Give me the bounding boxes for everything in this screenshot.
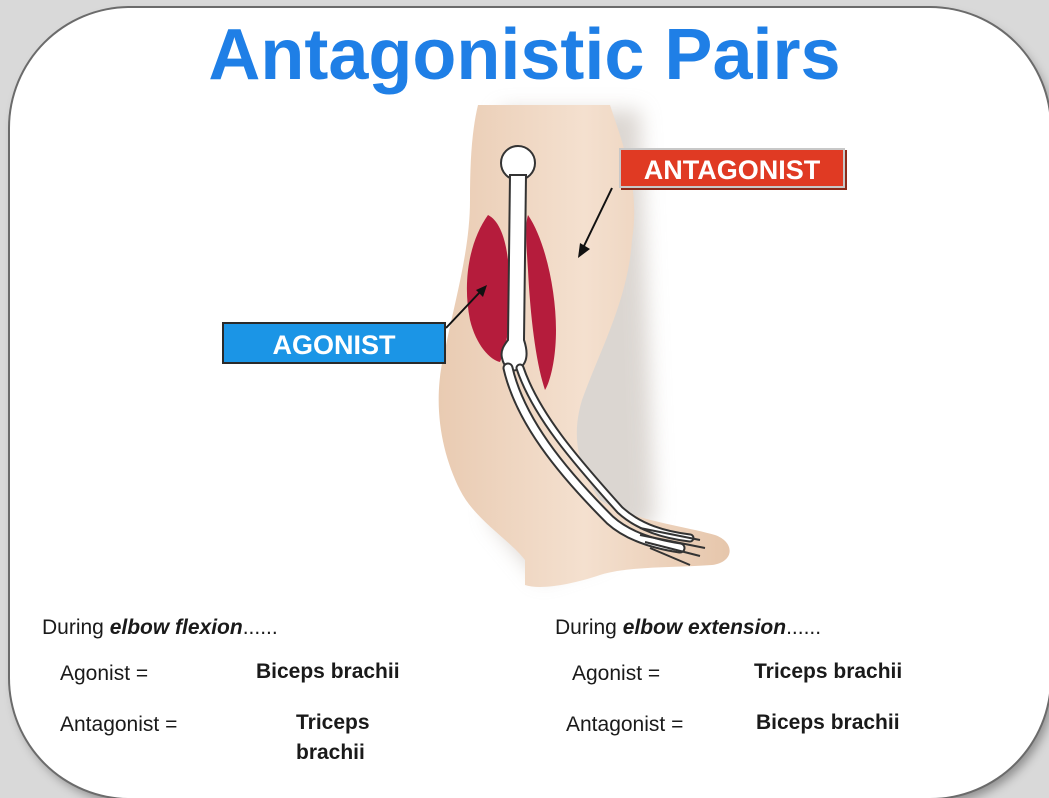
flexion-antagonist-label: Antagonist = <box>60 713 177 737</box>
flexion-heading: During elbow flexion...... <box>42 616 278 640</box>
flexion-agonist-value: Biceps brachii <box>256 657 400 687</box>
flexion-agonist-label: Agonist = <box>60 662 148 686</box>
flexion-suffix: ...... <box>243 616 278 639</box>
extension-antagonist-value: Biceps brachii <box>756 708 900 738</box>
flexion-prefix: During <box>42 616 110 639</box>
extension-prefix: During <box>555 616 623 639</box>
extension-suffix: ...... <box>786 616 821 639</box>
extension-agonist-value: Triceps brachii <box>754 657 902 687</box>
extension-agonist-label: Agonist = <box>572 662 660 686</box>
flexion-antagonist-value: Triceps brachii <box>296 708 406 768</box>
extension-movement: elbow extension <box>623 616 786 639</box>
agonist-label: AGONIST <box>222 322 446 364</box>
flexion-movement: elbow flexion <box>110 616 243 639</box>
extension-heading: During elbow extension...... <box>555 616 821 640</box>
extension-antagonist-label: Antagonist = <box>566 713 683 737</box>
antagonist-label: ANTAGONIST <box>619 148 845 188</box>
